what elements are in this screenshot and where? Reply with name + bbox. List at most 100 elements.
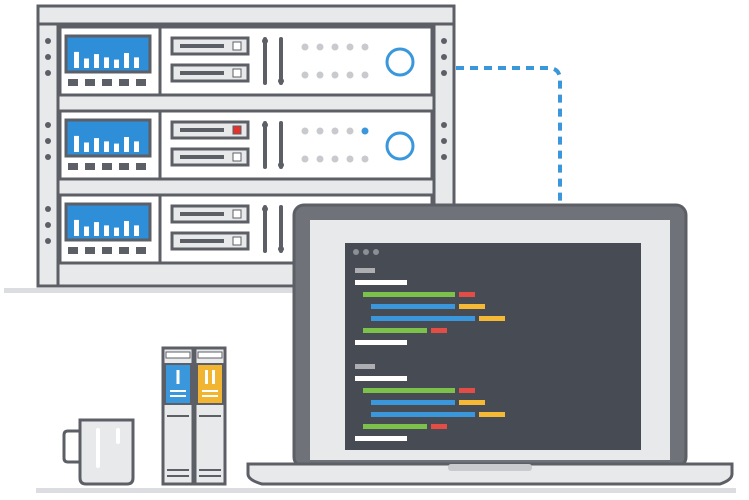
drive-slot [180, 239, 224, 243]
drive-slot [180, 71, 224, 75]
binders [161, 346, 227, 486]
binder-top-label [165, 351, 191, 359]
drive-led [232, 125, 242, 135]
status-led [301, 71, 309, 79]
binder-line [170, 390, 186, 392]
binder-mark [205, 370, 208, 384]
power-ring-icon [385, 47, 415, 77]
unit-button [136, 163, 146, 170]
unit-button [119, 247, 129, 254]
status-led [301, 155, 309, 163]
equalizer-bar [94, 222, 99, 236]
code-token [355, 436, 407, 441]
slider-knob [278, 78, 284, 84]
drive-led [232, 41, 242, 51]
laptop-base [246, 462, 734, 486]
drive-slot [180, 155, 224, 159]
equalizer-bar [134, 225, 139, 236]
network-cable [456, 66, 562, 204]
unit-button [85, 79, 95, 86]
binder-line [170, 395, 186, 397]
rail-screw [45, 238, 51, 244]
slider-knob [262, 38, 268, 44]
equalizer-bar [74, 219, 79, 236]
drive-slot [180, 212, 224, 216]
code-token [355, 268, 375, 273]
rail-screw [441, 154, 447, 160]
equalizer-bar [94, 138, 99, 152]
code-token [459, 304, 485, 309]
equalizer-bar [124, 221, 129, 236]
shelves [4, 288, 736, 493]
code-token [479, 412, 505, 417]
code-token [371, 316, 475, 321]
equalizer-bar [114, 59, 119, 68]
equalizer-bar [74, 135, 79, 152]
status-led [316, 71, 324, 79]
equalizer-bar [84, 142, 89, 152]
binder [193, 346, 227, 486]
status-led [331, 155, 339, 163]
mug-handle [62, 429, 82, 464]
binder [161, 346, 195, 486]
code-token [371, 304, 455, 309]
status-led [361, 71, 369, 79]
status-led [346, 43, 354, 51]
status-led [361, 127, 369, 135]
unit-button [85, 163, 95, 170]
mug-highlight-small [116, 428, 120, 444]
binder-top-label [197, 351, 223, 359]
equalizer-bar [134, 57, 139, 68]
equalizer-bar [104, 141, 109, 152]
rack-unit [45, 109, 447, 181]
rail-screw [45, 222, 51, 228]
unit-button [102, 79, 112, 86]
slider-knob [262, 122, 268, 128]
equalizer-bar [124, 137, 129, 152]
rail-screw [441, 138, 447, 144]
rail-screw [45, 138, 51, 144]
status-led [346, 155, 354, 163]
laptop-trackpad-notch [448, 464, 532, 471]
unit-button [68, 247, 78, 254]
code-token [371, 400, 455, 405]
drive-slot [180, 44, 224, 48]
unit-button [119, 79, 129, 86]
rail-screw [441, 54, 447, 60]
rail-screw [441, 70, 447, 76]
equalizer-bar [84, 58, 89, 68]
drive-led [232, 236, 242, 246]
rail-screw [441, 38, 447, 44]
status-led [361, 43, 369, 51]
power-ring-icon [385, 131, 415, 161]
slider-knob [262, 206, 268, 212]
equalizer-bar [74, 51, 79, 68]
status-led [301, 127, 309, 135]
binder-mark [176, 370, 180, 384]
status-led [331, 127, 339, 135]
rack-unit [45, 25, 447, 97]
drive-led [232, 152, 242, 162]
rail-screw [45, 54, 51, 60]
terminal-titlebar [345, 243, 641, 259]
drive-led [232, 68, 242, 78]
lower-shelf [36, 488, 736, 493]
unit-button [68, 79, 78, 86]
terminal-window [345, 243, 641, 450]
status-led [316, 43, 324, 51]
drive-slot [180, 128, 224, 132]
unit-button [136, 79, 146, 86]
status-led [346, 127, 354, 135]
unit-button [119, 163, 129, 170]
status-led [316, 155, 324, 163]
status-led [301, 43, 309, 51]
rail-screw [45, 206, 51, 212]
coffee-mug [62, 418, 135, 486]
equalizer-bar [124, 53, 129, 68]
equalizer-bar [114, 143, 119, 152]
code-token [355, 280, 407, 285]
unit-button [102, 247, 112, 254]
code-lines [355, 268, 505, 441]
binder-line [202, 390, 218, 392]
